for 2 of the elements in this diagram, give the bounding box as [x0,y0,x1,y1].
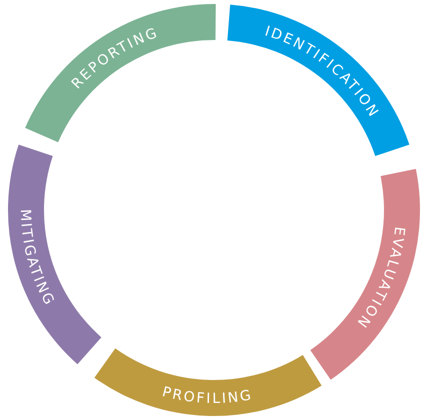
segment-label: PROFILING [160,384,254,408]
ring-segment [94,348,322,416]
